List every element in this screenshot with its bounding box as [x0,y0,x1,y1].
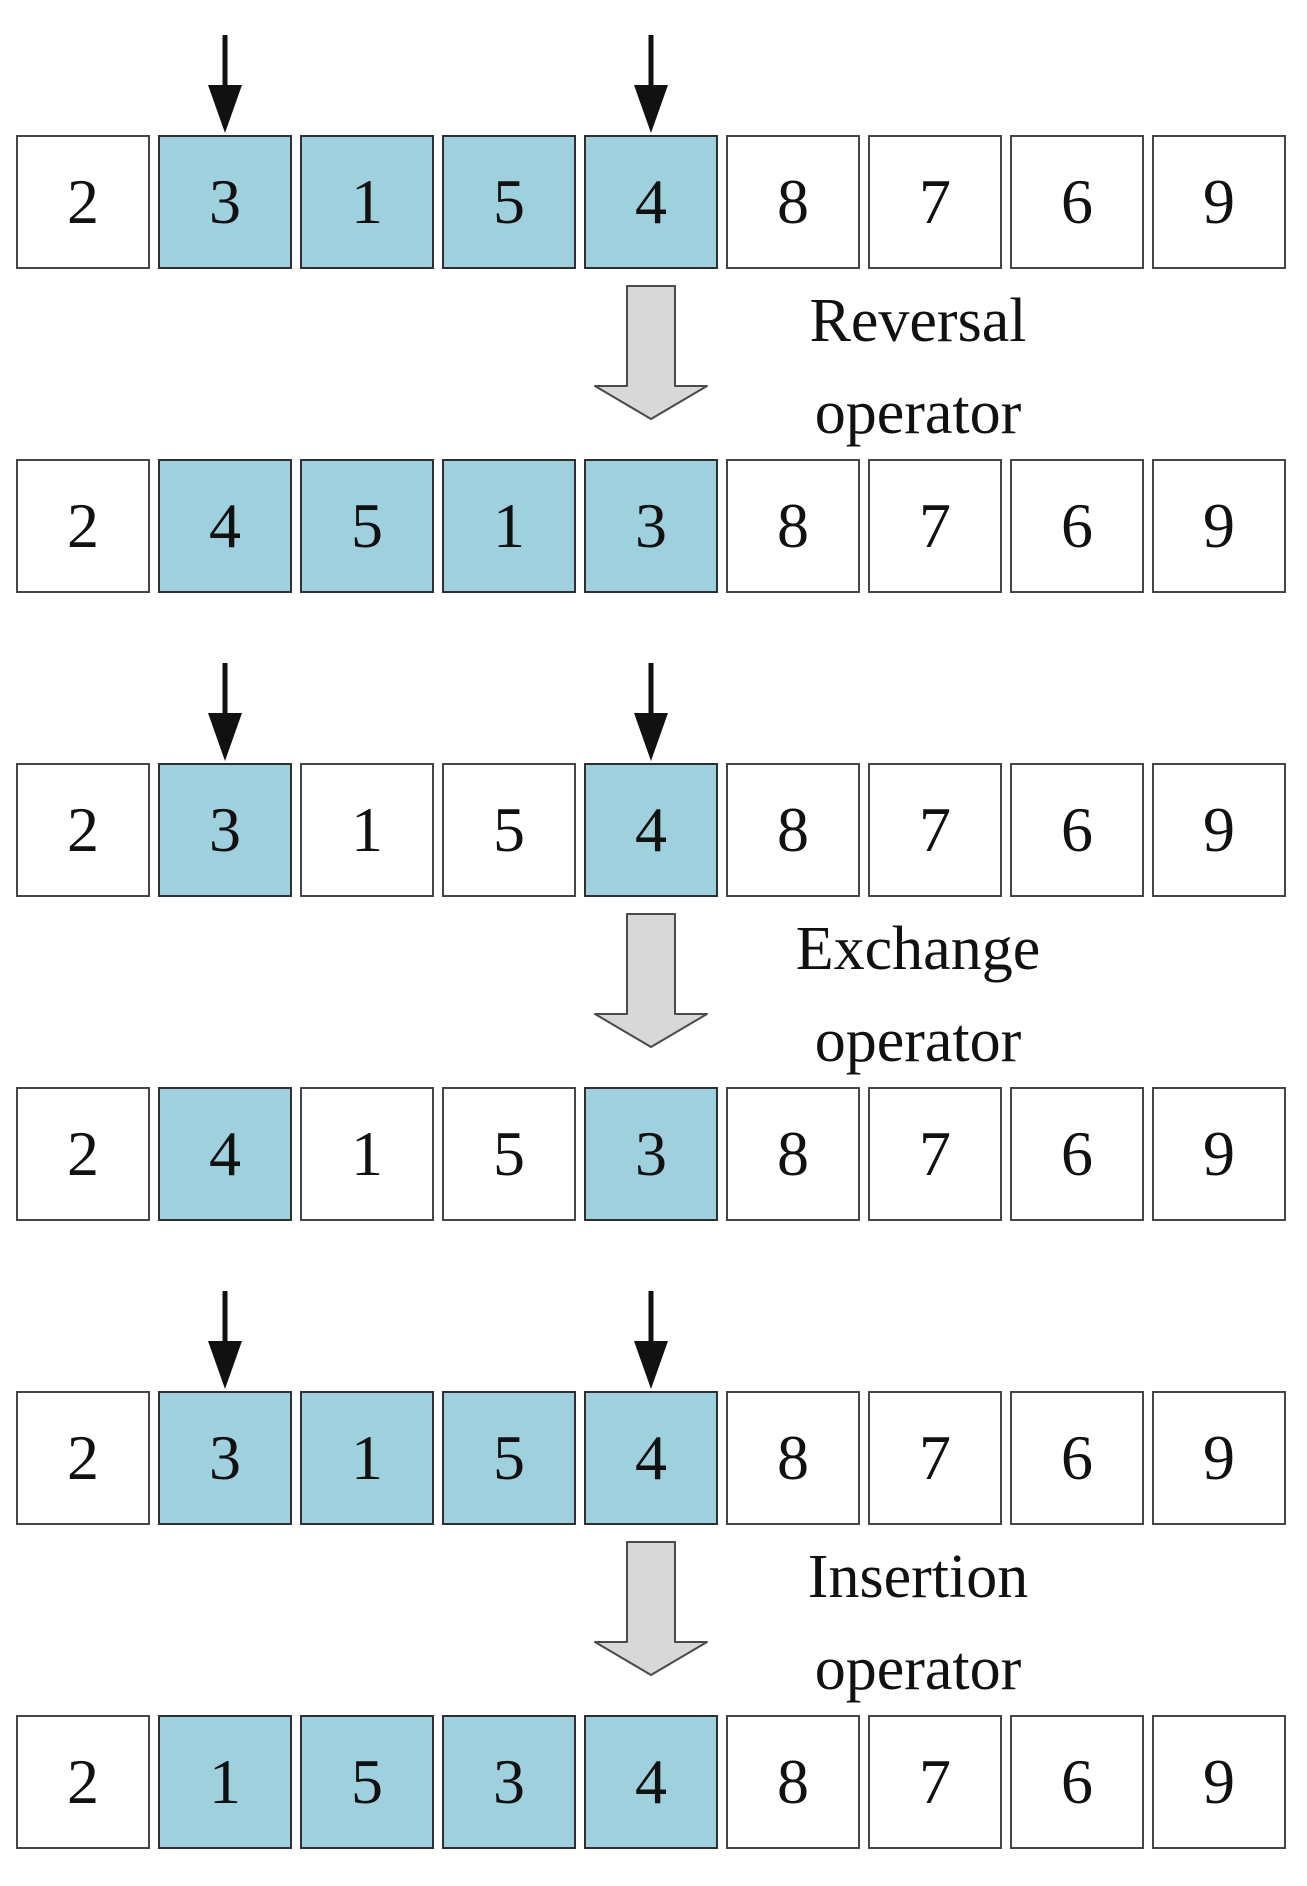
sequence-cell: 9 [1152,763,1286,897]
block-down-arrow-icon [593,913,709,1049]
sequence-cell: 4 [584,763,718,897]
sequence-cell: 1 [300,1391,434,1525]
sequence-cell: 4 [584,1715,718,1849]
sequence-cell: 4 [584,135,718,269]
sequence-cell: 7 [868,1391,1002,1525]
operator-label-exchange: Exchange operator [688,903,1148,1087]
sequence-cell: 8 [726,135,860,269]
sequence-cell: 3 [158,135,292,269]
operator-label-line: Insertion [807,1543,1029,1611]
sequence-cell: 8 [726,1391,860,1525]
sequence-cell: 9 [1152,1391,1286,1525]
sequence-cell: 9 [1152,1087,1286,1221]
down-pointer-icon [205,1291,245,1389]
sequence-cell: 2 [16,1087,150,1221]
sequence-cell: 9 [1152,135,1286,269]
operator-label-line: Exchange [795,915,1041,983]
pointer-row-exchange [16,593,1307,763]
sequence-cell: 2 [16,763,150,897]
sequence-cell: 6 [1010,1087,1144,1221]
sequence-cell: 2 [16,459,150,593]
sequence-row-insertion-after: 2 1 5 3 4 8 7 6 9 [16,1715,1307,1849]
down-pointer-icon [631,1291,671,1389]
sequence-cell: 7 [868,1715,1002,1849]
sequence-cell: 3 [158,763,292,897]
sequence-cell: 3 [442,1715,576,1849]
block-down-arrow-icon [593,285,709,421]
sequence-cell: 5 [442,1391,576,1525]
operator-label-line: operator [814,1635,1022,1703]
down-pointer-icon [205,663,245,761]
sequence-cell: 6 [1010,459,1144,593]
sequence-cell: 4 [158,1087,292,1221]
sequence-cell: 7 [868,763,1002,897]
sequence-row-reversal-after: 2 4 5 1 3 8 7 6 9 [16,459,1307,593]
sequence-cell: 8 [726,1715,860,1849]
sequence-cell: 9 [1152,1715,1286,1849]
down-pointer-icon [631,35,671,133]
sequence-cell: 7 [868,135,1002,269]
sequence-row-exchange-before: 2 3 1 5 4 8 7 6 9 [16,763,1307,897]
sequence-cell: 8 [726,1087,860,1221]
sequence-cell: 5 [300,1715,434,1849]
sequence-cell: 6 [1010,135,1144,269]
sequence-cell: 1 [158,1715,292,1849]
operator-label-line: Reversal [809,287,1027,355]
sequence-row-insertion-before: 2 3 1 5 4 8 7 6 9 [16,1391,1307,1525]
sequence-row-reversal-before: 2 3 1 5 4 8 7 6 9 [16,135,1307,269]
sequence-cell: 5 [442,763,576,897]
operator-section-insertion: Insertion operator [16,1525,1307,1715]
sequence-cell: 6 [1010,1391,1144,1525]
sequence-cell: 2 [16,135,150,269]
sequence-cell: 1 [300,763,434,897]
pointer-row-insertion [16,1221,1307,1391]
sequence-cell: 9 [1152,459,1286,593]
sequence-cell: 1 [442,459,576,593]
pointer-row-reversal [16,14,1307,135]
sequence-row-exchange-after: 2 4 1 5 3 8 7 6 9 [16,1087,1307,1221]
operator-label-insertion: Insertion operator [688,1531,1148,1715]
operator-section-exchange: Exchange operator [16,897,1307,1087]
sequence-cell: 7 [868,1087,1002,1221]
sequence-cell: 6 [1010,1715,1144,1849]
sequence-cell: 5 [300,459,434,593]
sequence-cell: 1 [300,135,434,269]
down-pointer-icon [205,35,245,133]
block-down-arrow-icon [593,1541,709,1677]
operator-section-reversal: Reversal operator [16,269,1307,459]
sequence-cell: 5 [442,1087,576,1221]
operator-label-line: operator [814,379,1022,447]
sequence-cell: 8 [726,459,860,593]
sequence-cell: 3 [584,459,718,593]
operator-label-line: operator [814,1007,1022,1075]
down-pointer-icon [631,663,671,761]
sequence-cell: 3 [158,1391,292,1525]
sequence-cell: 8 [726,763,860,897]
sequence-cell: 3 [584,1087,718,1221]
sequence-cell: 1 [300,1087,434,1221]
sequence-cell: 6 [1010,763,1144,897]
sequence-cell: 4 [584,1391,718,1525]
sequence-cell: 2 [16,1715,150,1849]
sequence-cell: 7 [868,459,1002,593]
sequence-cell: 4 [158,459,292,593]
operator-label-reversal: Reversal operator [688,275,1148,459]
sequence-cell: 2 [16,1391,150,1525]
sequence-cell: 5 [442,135,576,269]
